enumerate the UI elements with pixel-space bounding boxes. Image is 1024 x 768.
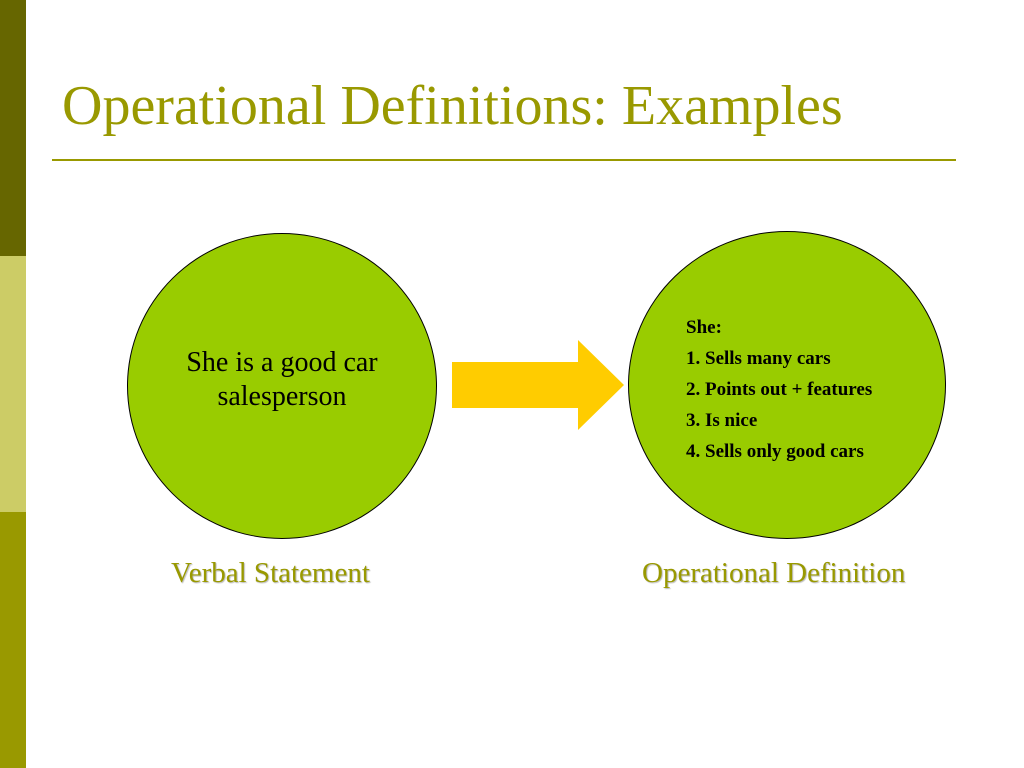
sidebar-stripe-bottom (0, 512, 26, 768)
operational-definition-list: She: 1. Sells many cars 2. Points out + … (686, 312, 872, 467)
title-underline (52, 159, 956, 161)
definition-line: 1. Sells many cars (686, 348, 831, 369)
definition-line: She: (686, 317, 722, 338)
definition-line: 4. Sells only good cars (686, 441, 864, 462)
sidebar-stripe-top (0, 0, 26, 256)
slide-title: Operational Definitions: Examples (62, 75, 843, 137)
operational-definition-circle (628, 231, 946, 539)
verbal-statement-text: She is a good car salesperson (186, 347, 378, 412)
verbal-statement-caption: Verbal Statement (171, 557, 370, 589)
verbal-statement-circle (127, 233, 437, 539)
operational-definition-caption: Operational Definition (642, 557, 906, 589)
definition-line: 2. Points out + features (686, 379, 873, 400)
right-arrow-icon (452, 340, 624, 430)
definition-line: 3. Is nice (686, 410, 758, 431)
sidebar-stripe-middle (0, 256, 26, 512)
